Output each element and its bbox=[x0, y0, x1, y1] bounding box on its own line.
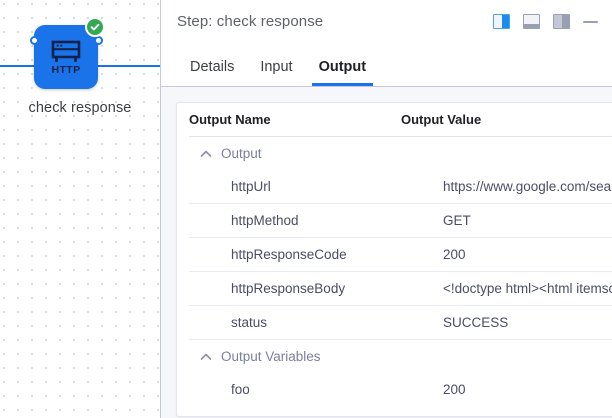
node-input-port[interactable] bbox=[30, 36, 39, 45]
layout-left-fill bbox=[554, 15, 562, 28]
chevron-up-icon[interactable] bbox=[199, 147, 213, 161]
column-header-output-value: Output Value bbox=[401, 112, 482, 127]
group-name-cell: Output Variables bbox=[189, 349, 411, 364]
check-circle-icon bbox=[85, 17, 105, 37]
panel-header: Step: check response bbox=[160, 0, 612, 43]
layout-right-icon[interactable] bbox=[493, 14, 510, 29]
group-label: Output bbox=[221, 146, 262, 161]
row-value: GET bbox=[443, 213, 471, 228]
row-value: 200 bbox=[443, 382, 466, 397]
table-row[interactable]: httpUrl https://www.google.com/search?q= bbox=[189, 170, 612, 204]
table-row[interactable]: httpMethod GET bbox=[189, 204, 612, 238]
step-details-panel: Step: check response Details Input Outpu… bbox=[160, 0, 612, 418]
panel-tabs: Details Input Output bbox=[160, 43, 612, 87]
tab-details[interactable]: Details bbox=[190, 59, 235, 75]
http-icon: HTTP bbox=[51, 40, 81, 76]
table-row[interactable]: httpResponseCode 200 bbox=[189, 238, 612, 272]
table-group-row[interactable]: Output Variables bbox=[189, 340, 612, 373]
chevron-up-glyph bbox=[200, 150, 212, 157]
table-row[interactable]: httpResponseBody <!doctype html><html it… bbox=[189, 272, 612, 306]
column-header-output-name: Output Name bbox=[189, 112, 271, 127]
row-name: httpResponseCode bbox=[231, 247, 347, 262]
node-output-port[interactable] bbox=[94, 36, 103, 45]
row-value: 200 bbox=[443, 247, 466, 262]
layout-left-icon[interactable] bbox=[553, 14, 570, 29]
node-body[interactable]: HTTP bbox=[34, 25, 98, 89]
chevron-up-glyph bbox=[200, 353, 212, 360]
svg-text:HTTP: HTTP bbox=[51, 64, 80, 76]
check-glyph bbox=[90, 23, 100, 31]
row-name: httpMethod bbox=[231, 213, 299, 228]
row-value: <!doctype html><html itemscope=' bbox=[443, 281, 612, 296]
chevron-up-icon[interactable] bbox=[199, 350, 213, 364]
workflow-canvas[interactable]: HTTP check response bbox=[0, 0, 160, 418]
minimize-icon[interactable] bbox=[583, 20, 598, 23]
row-name: status bbox=[231, 315, 268, 330]
workflow-node-check-response[interactable]: HTTP bbox=[34, 25, 98, 89]
group-name-cell: Output bbox=[189, 146, 411, 161]
tab-input[interactable]: Input bbox=[260, 59, 293, 75]
row-value: SUCCESS bbox=[443, 315, 509, 330]
group-label: Output Variables bbox=[221, 349, 321, 364]
panel-divider[interactable] bbox=[160, 0, 161, 418]
tab-output[interactable]: Output bbox=[306, 43, 380, 86]
node-label: check response bbox=[28, 100, 132, 116]
panel-header-actions bbox=[493, 14, 598, 29]
panel-body: Output Name Output Value Output bbox=[160, 87, 612, 418]
layout-bottom-fill bbox=[524, 23, 539, 28]
row-value: https://www.google.com/search?q= bbox=[443, 179, 612, 194]
layout-left-fill2 bbox=[561, 15, 569, 28]
layout-right-fill bbox=[502, 15, 509, 28]
panel-title: Step: check response bbox=[177, 13, 324, 30]
row-name: httpResponseBody bbox=[231, 281, 346, 296]
table-row[interactable]: foo 200 bbox=[189, 373, 612, 406]
row-name: httpUrl bbox=[231, 179, 271, 194]
table-group-row[interactable]: Output bbox=[189, 137, 612, 170]
table-header-row: Output Name Output Value bbox=[189, 103, 612, 137]
row-name: foo bbox=[231, 382, 250, 397]
layout-bottom-icon[interactable] bbox=[523, 14, 540, 29]
output-table: Output Name Output Value Output bbox=[176, 102, 612, 417]
table-row[interactable]: status SUCCESS bbox=[189, 306, 612, 340]
